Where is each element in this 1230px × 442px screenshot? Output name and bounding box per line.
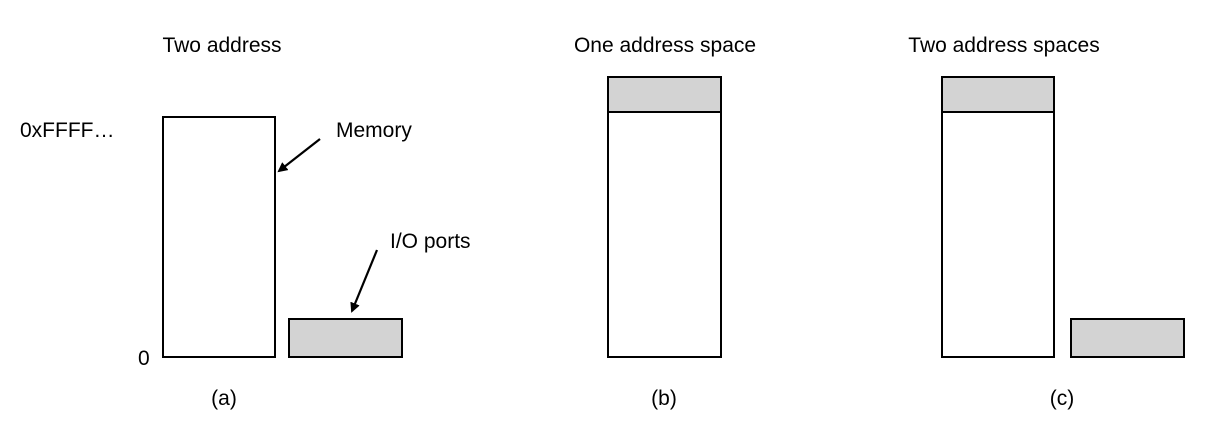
io-ports-region xyxy=(288,318,403,358)
io-ports-region xyxy=(941,76,1055,113)
io-ports-arrow-icon xyxy=(350,249,379,313)
panel-b: One address space (b) xyxy=(574,34,756,410)
panel-b-caption: (b) xyxy=(651,387,677,410)
panel-c-caption: (c) xyxy=(1050,387,1075,410)
address-space-region xyxy=(607,76,722,358)
panel-c: Two address spaces (c) xyxy=(908,34,1185,410)
io-ports-callout-label: I/O ports xyxy=(390,230,471,253)
panel-a-caption: (a) xyxy=(211,387,237,410)
memory-arrow-icon xyxy=(277,138,321,173)
memory-region xyxy=(941,76,1055,358)
bottom-address-label: 0 xyxy=(138,347,150,370)
top-address-label: 0xFFFF… xyxy=(20,119,115,142)
panel-c-title: Two address spaces xyxy=(908,34,1099,57)
io-ports-region xyxy=(607,76,722,113)
memory-callout-label: Memory xyxy=(336,119,412,142)
panel-a-title: Two address xyxy=(162,34,281,57)
memory-region xyxy=(162,116,276,358)
panel-a: Two address 0xFFFF… 0 Memory I/O ports (… xyxy=(20,34,471,410)
io-ports-region-separate xyxy=(1070,318,1185,358)
panel-b-title: One address space xyxy=(574,34,756,57)
